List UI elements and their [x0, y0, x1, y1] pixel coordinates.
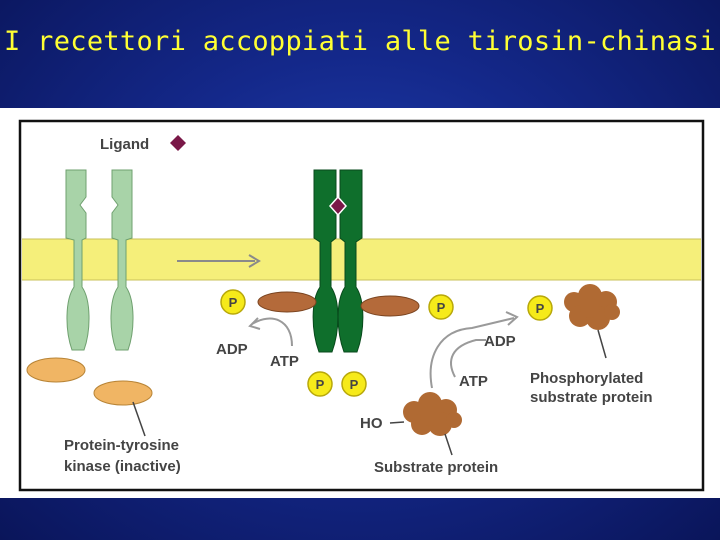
atp-label-left: ATP: [270, 353, 299, 370]
substrate-label: Substrate protein: [374, 459, 498, 476]
adp-label-left: ADP: [216, 341, 248, 358]
active-kinase-right: [360, 295, 420, 317]
cell-membrane: [22, 239, 701, 280]
kinase-label-line2: kinase (inactive): [64, 458, 181, 475]
phosphorylated-label-line1: Phosphorylated: [530, 370, 643, 387]
phosphate-receptor-left: P: [307, 371, 333, 397]
inactive-receptor: [65, 169, 134, 351]
svg-text:P: P: [316, 377, 325, 392]
kinase-label-line1: Protein-tyrosine: [64, 437, 179, 454]
svg-text:P: P: [229, 295, 238, 310]
substrate-phosphorylation-arrow: [429, 311, 519, 389]
svg-text:P: P: [536, 301, 545, 316]
svg-text:P: P: [437, 300, 446, 315]
ligand-label: Ligand: [100, 136, 149, 153]
bound-ligand-icon: [328, 195, 348, 217]
svg-text:P: P: [350, 377, 359, 392]
phosphorylated-substrate: [564, 284, 620, 330]
activation-arrow: [177, 254, 261, 268]
adp-label-right: ADP: [484, 333, 516, 350]
phosphate-receptor-right: P: [341, 371, 367, 397]
ligand-icon: [170, 135, 186, 151]
substrate-protein: [403, 392, 462, 436]
slide-title: I recettori accoppiati alle tirosin-chin…: [4, 26, 716, 57]
phosphate-right: P: [428, 294, 454, 320]
ho-label: HO: [360, 415, 383, 432]
phosphorylated-label-line2: substrate protein: [530, 389, 653, 406]
active-receptor: [312, 169, 364, 353]
inactive-kinase-left: [26, 357, 86, 383]
phosphate-left: P: [220, 289, 246, 315]
atp-label-right: ATP: [459, 373, 488, 390]
atp-adp-arrow-left: [248, 317, 293, 347]
phosphate-substrate: P: [527, 295, 553, 321]
inactive-kinase-right: [93, 380, 153, 406]
active-kinase-left: [257, 291, 317, 313]
